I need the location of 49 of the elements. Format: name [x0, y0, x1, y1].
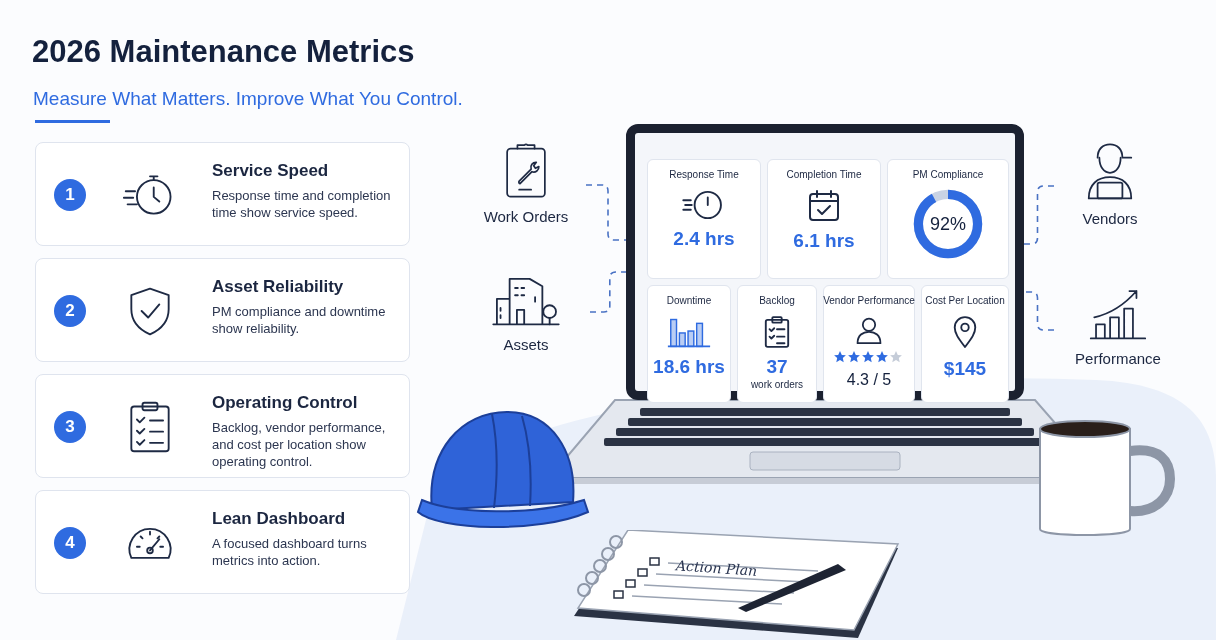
card-text: Backlog, vendor performance, and cost per location show operating control. [212, 419, 387, 470]
metric-value: 4.3 / 5 [846, 371, 892, 389]
metric-unit: work orders [750, 379, 804, 390]
metric-value: 6.1 hrs [793, 230, 855, 252]
metric-value: 18.6 hrs [653, 356, 725, 378]
card-panel [35, 258, 410, 362]
step-number: 2 [54, 295, 86, 327]
tile-heading: Vendor Performance [823, 295, 915, 306]
laptop-screen [626, 124, 1024, 400]
connector-line [1023, 291, 1055, 331]
metric-value: 2.4 hrs [673, 228, 735, 250]
step-number: 1 [54, 179, 86, 211]
tile-heading: PM Compliance [912, 169, 984, 180]
metric-tile [647, 159, 761, 279]
handwritten-heading: Action Plan [675, 557, 758, 579]
icon-caption: Performance [1075, 350, 1161, 367]
metric-value: $145 [943, 358, 987, 380]
tile-heading: Response Time [669, 169, 739, 180]
card-text: Response time and completion time show service speed. [212, 187, 392, 221]
metric-tile [647, 285, 731, 403]
connector-line [585, 184, 627, 241]
subtitle: Measure What Matters. Improve What You Control. [33, 88, 463, 110]
metric-tile [823, 285, 915, 403]
metric-tile [887, 159, 1009, 279]
tile-heading: Cost Per Location [925, 295, 1005, 306]
tile-heading: Backlog [759, 295, 795, 306]
tile-heading: Completion Time [786, 169, 862, 180]
page-title: 2026 Maintenance Metrics [32, 34, 415, 70]
card-text: A focused dashboard turns metrics into action. [212, 535, 368, 569]
metric-tile [921, 285, 1009, 403]
step-number: 4 [54, 527, 86, 559]
tile-heading: Downtime [666, 295, 712, 306]
metric-value: 37 [766, 356, 788, 378]
icon-caption: Assets [503, 336, 549, 353]
connector-line [589, 271, 627, 313]
card-text: PM compliance and downtime show reliability. [212, 303, 387, 337]
card-heading: Asset Reliability [212, 277, 344, 297]
card-panel [35, 374, 410, 478]
metric-value: 92% [930, 213, 966, 235]
card-panel [35, 142, 410, 246]
card-heading: Operating Control [212, 393, 358, 413]
metric-tile [767, 159, 881, 279]
step-number: 3 [54, 411, 86, 443]
card-heading: Lean Dashboard [212, 509, 346, 529]
card-heading: Service Speed [212, 161, 329, 181]
card-panel [35, 490, 410, 594]
metric-tile [737, 285, 817, 403]
icon-caption: Work Orders [483, 208, 569, 225]
icon-caption: Vendors [1082, 210, 1138, 227]
